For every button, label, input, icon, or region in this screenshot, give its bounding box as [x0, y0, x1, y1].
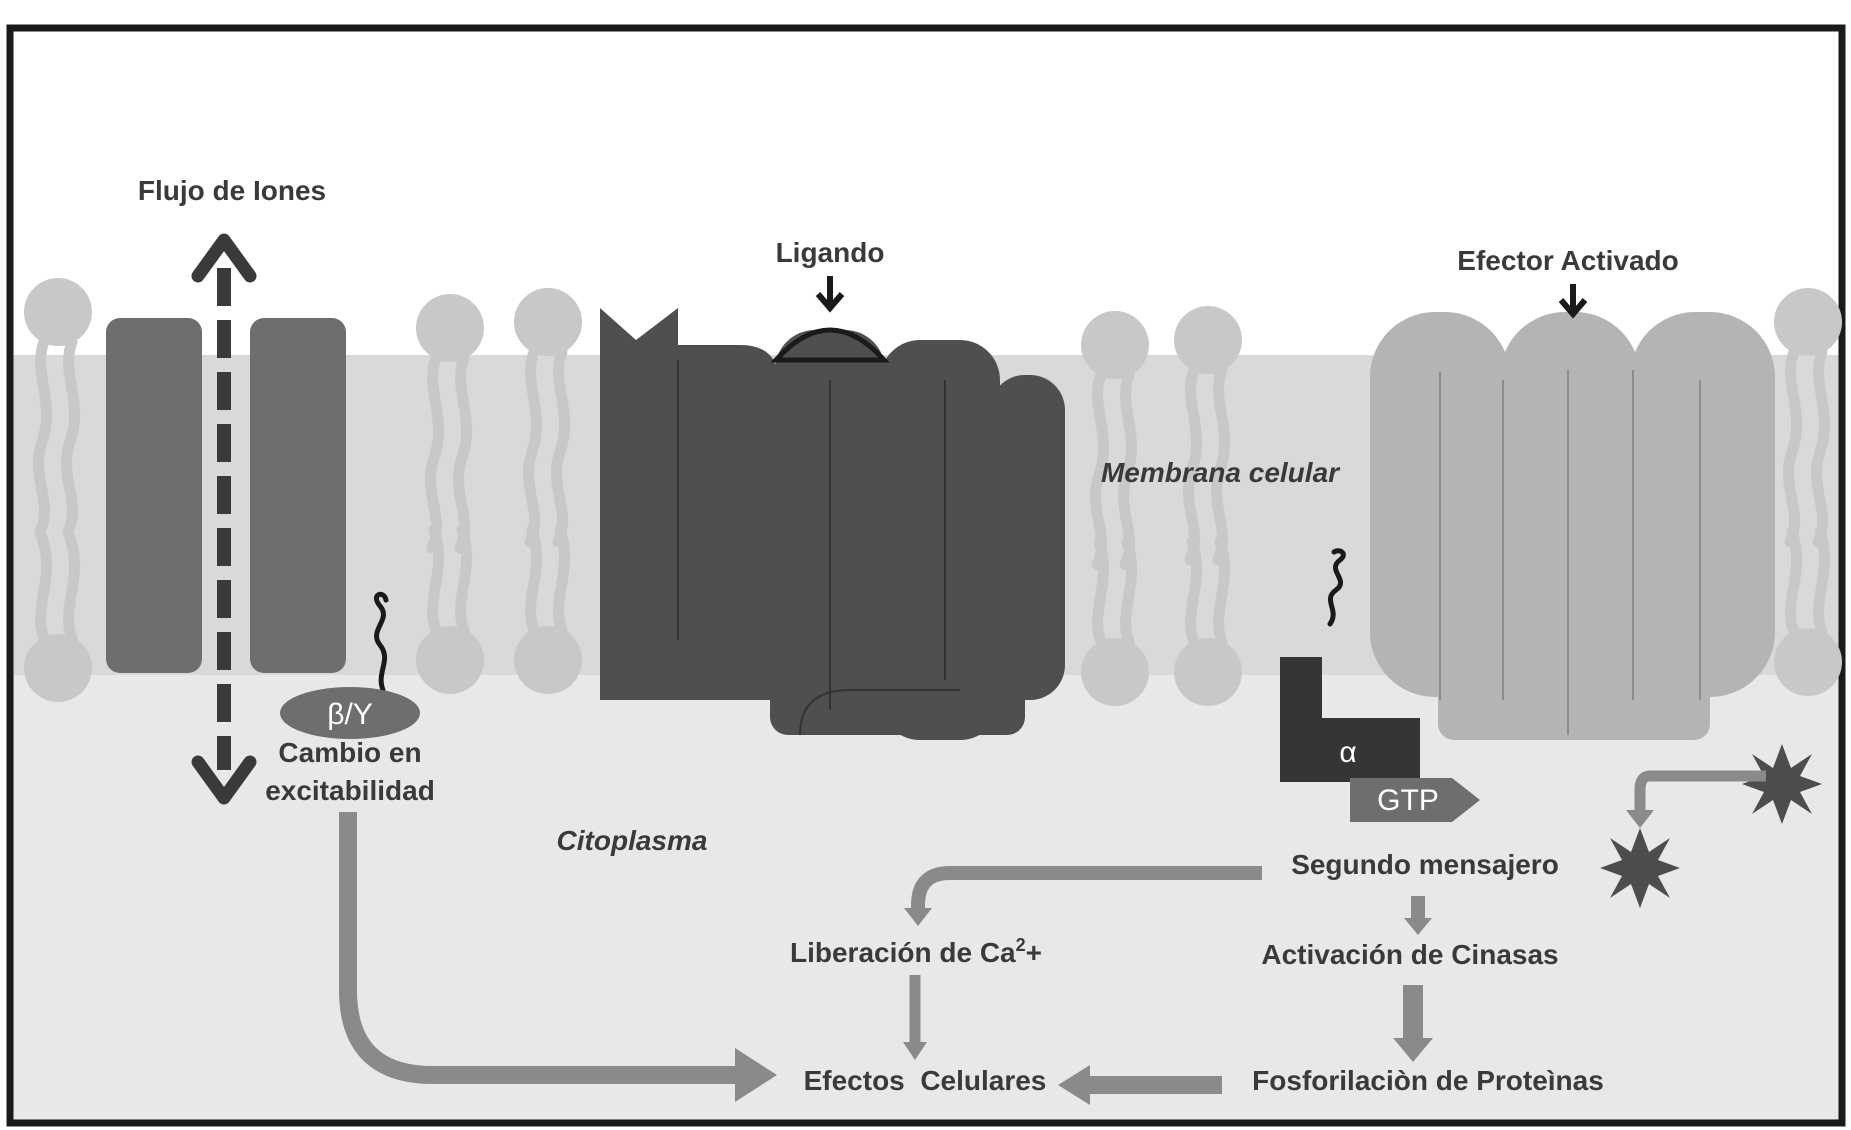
messenger-to-ca-arrow	[911, 866, 1262, 912]
activated-effector	[1370, 312, 1775, 740]
gtp-marker	[1350, 778, 1480, 822]
beta-gamma-subunit	[280, 591, 420, 739]
kinase-activation-label: Activación de Cinasas	[1261, 939, 1558, 970]
frame-border	[6, 24, 1846, 1127]
activated-product-star-1	[1742, 744, 1822, 824]
star-curved-arrowhead	[1626, 810, 1654, 828]
excitability-label-line2: excitabilidad	[265, 775, 435, 806]
beta-gamma-label: β/Y	[327, 698, 373, 731]
ca-to-effects-arrowhead	[903, 1042, 927, 1060]
ca-release-label: Liberación de Ca2+	[790, 935, 1042, 968]
ion-flow-arrow	[191, 233, 257, 805]
gpcr-receptor	[600, 308, 1065, 740]
ligand-arrow	[815, 276, 845, 313]
messenger-to-ca-arrowhead	[904, 908, 932, 926]
excitability-to-effects-arrowhead	[735, 1048, 777, 1102]
alpha-label: α	[1339, 736, 1356, 769]
effector-arrow	[1558, 284, 1588, 319]
membrane-label: Membrana celular	[1101, 457, 1341, 488]
activated-effector-label: Efector Activado	[1457, 245, 1678, 276]
cytoplasm-label: Citoplasma	[557, 825, 708, 856]
alpha-subunit	[1280, 548, 1420, 782]
cell-effects-label: Efectos Celulares	[804, 1065, 1047, 1096]
protein-phosphorylation-label: Fosforilaciòn de Proteìnas	[1252, 1065, 1604, 1096]
ca-release-superscript: 2	[1016, 935, 1026, 955]
second-messenger-label: Segundo mensajero	[1291, 849, 1559, 880]
excitability-label-line1: Cambio en	[278, 737, 421, 768]
phospho-to-effects-arrowhead	[1058, 1065, 1090, 1105]
ca-release-text: Liberación de Ca	[790, 937, 1016, 968]
ion-channel	[106, 318, 346, 673]
star-curved-arrow	[1634, 770, 1766, 812]
gtp-label: GTP	[1377, 784, 1439, 817]
ligand-label: Ligando	[776, 237, 885, 268]
kinase-to-phospho-arrowhead	[1393, 1038, 1433, 1062]
ion-flow-label: Flujo de Iones	[138, 175, 326, 206]
activated-product-star-2	[1600, 828, 1680, 908]
messenger-to-kinase-arrowhead	[1404, 918, 1432, 935]
ca-release-charge: +	[1026, 937, 1042, 968]
excitability-to-effects-arrow	[339, 812, 735, 1084]
